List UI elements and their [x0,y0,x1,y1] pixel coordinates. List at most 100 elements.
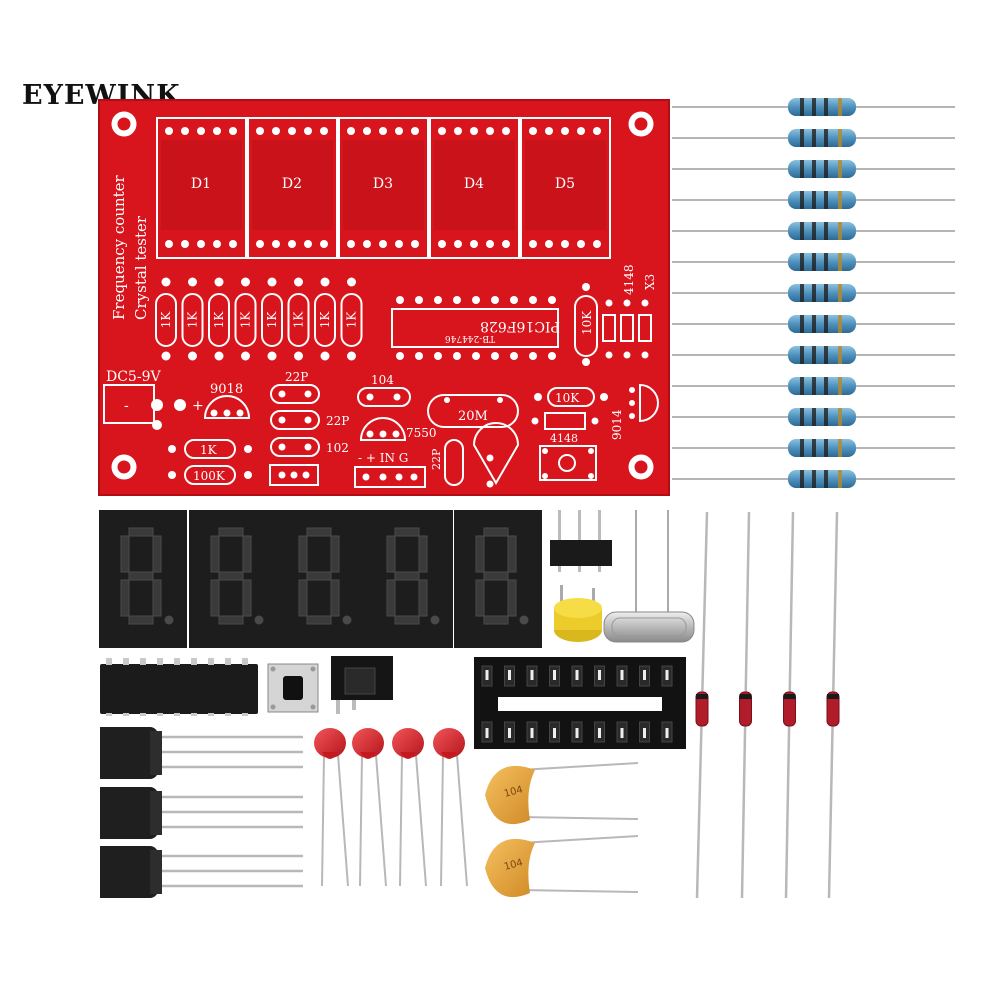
ic-sublabel: TB-244746 [445,333,495,343]
seven-segment-displays [99,510,542,648]
crystal-20mhz [603,510,695,643]
resistor-column [672,98,955,488]
disc-capacitors: 104 104 [485,762,639,898]
resistor-footprint-3: 1K [208,277,230,361]
tact-switch [267,663,319,713]
right-footprints: 10K 4148 X3 [574,264,657,366]
resistor [672,470,955,488]
seven-segment-display [277,510,365,648]
trimmer-capacitor [554,585,602,642]
diode [783,511,796,899]
t9018-footprint: 9018 [203,382,251,419]
cap-footprints: 22P 22P 102 104 7550 [270,370,437,457]
resistor-footprint-label: 1K [265,311,279,329]
resistor-footprint-label: 1K [159,311,173,329]
ceramic-capacitor [352,728,387,887]
disc-capacitor: 104 [485,835,639,898]
display-label-4: D4 [464,176,484,192]
d4148b-label: 4148 [550,432,578,445]
ceramic-capacitor [433,728,468,887]
r10k-label: 10K [555,391,580,405]
ceramic-capacitor [392,728,427,887]
bottom-right-footprints: 10K 4148 9014 [531,383,659,481]
display-label-1: D1 [191,176,211,192]
power-jack-footprint: DC5-9V - + [103,369,204,430]
pcb-title-line1: Frequency counter [110,174,128,320]
resistor-footprint-label: 1K [186,311,200,329]
c22p-top-label: 22P [285,370,308,384]
resistor-footprint-6: 1K [287,277,310,361]
crystal-20m-label: 20M [458,409,488,424]
diode [826,511,840,899]
t9018-label: 9018 [210,382,243,397]
r10k-vert-label: 10K [580,310,594,335]
resistor [672,284,955,302]
resistor [672,346,955,364]
display-footprint-1: D1 [156,117,247,259]
resistor-footprint-2: 1K [181,277,204,361]
ic-socket [474,657,686,749]
resistor-footprint-4: 1K [234,277,257,361]
bottom-left-footprints: 1K 100K - + IN G [168,439,426,488]
dc-plus: + [192,398,204,414]
display-label-3: D3 [373,176,393,192]
seven-segment-display [189,510,277,648]
resistor [672,377,955,395]
ing-label: - + IN G [358,451,408,465]
c102-label: 102 [326,441,349,455]
resistor-footprints: 1K 1K 1K 1K 1K 1K 1K 1K [155,277,363,361]
seven-segment-display [99,510,187,648]
seven-segment-display [454,510,542,648]
pcb-title-line2: Crystal tester [132,215,150,320]
resistor [672,191,955,209]
resistor [672,160,955,178]
display-label-5: D5 [555,176,575,192]
resistor-footprint-label: 1K [345,311,359,329]
t7550-label: 7550 [406,426,437,440]
diode-4148-label: 4148 [622,264,636,295]
transistor [100,787,303,839]
resistor [672,408,955,426]
ic-label: PIC16F628 [480,318,560,334]
resistor [672,222,955,240]
transistor [100,727,303,779]
resistor [672,253,955,271]
resistor-footprint-8: 1K [340,277,363,361]
display-footprint-2: D2 [247,117,338,259]
diodes [695,511,840,899]
display-footprint-4: D4 [429,117,520,259]
r1k-label: 1K [200,443,218,457]
x3-label: X3 [643,274,657,290]
resistor-footprint-label: 1K [239,311,253,329]
ic-footprint: PIC16F628 TB-244746 [391,296,725,360]
transistor [100,846,303,898]
seven-segment-display [365,510,453,648]
ceramic-capacitor [314,728,349,887]
c22p-mid-label: 22P [326,414,349,428]
disc-cap-label: 104 [503,857,524,873]
display-footprint-5: D5 [520,117,611,259]
diode [695,511,709,899]
resistor-footprint-label: 1K [212,311,226,329]
mounting-holes [111,111,654,480]
resistor [672,129,955,147]
diode [739,511,752,899]
display-footprints: D1 D2 D3 D4 D5 [156,117,611,259]
resistor-footprint-5: 1K [261,277,283,361]
dc-jack [331,656,393,714]
dc-minus: - [124,398,129,414]
disc-capacitor: 104 [485,762,639,825]
resistor-footprint-7: 1K [314,277,336,361]
display-label-2: D2 [282,176,302,192]
t9014-label: 9014 [610,409,624,440]
display-footprint-3: D3 [338,117,429,259]
ic-chip [100,658,258,716]
disc-cap-label: 104 [503,784,524,800]
resistor [672,98,955,116]
dc-label: DC5-9V [106,369,161,385]
r100k-label: 100K [193,469,226,483]
resistor-footprint-label: 1K [318,311,332,329]
c104-label: 104 [371,373,394,387]
resistor [672,439,955,457]
